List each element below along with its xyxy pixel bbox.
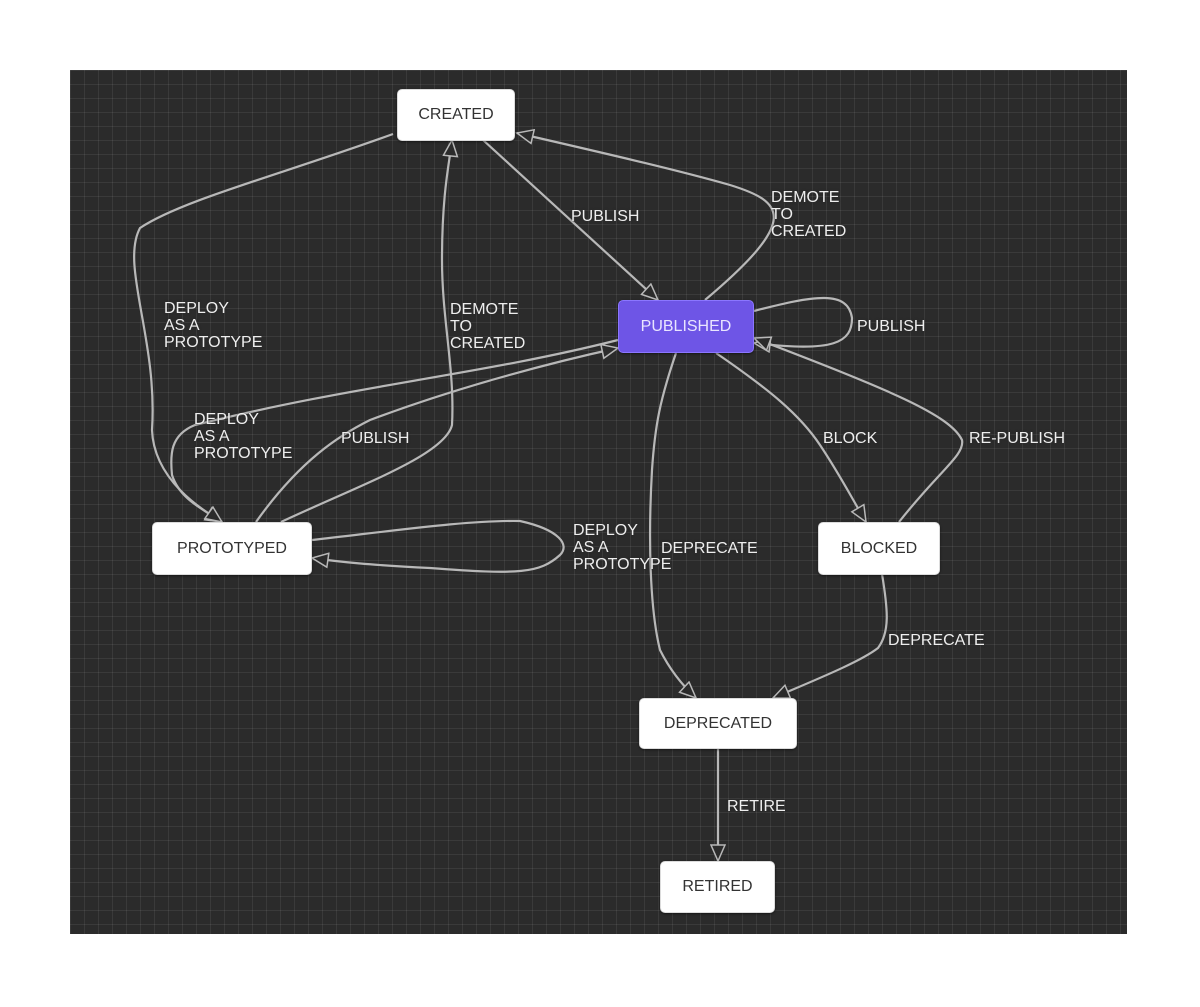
edge-published-to-blocked: [715, 352, 866, 522]
edge-blocked-to-published: [754, 338, 964, 523]
edge-label-publish: PUBLISH: [857, 318, 926, 335]
edge-label-re-publish: RE-PUBLISH: [969, 430, 1066, 447]
edge-label-demote-to-created: DEMOTE TO CREATED: [450, 301, 526, 352]
state-diagram-canvas[interactable]: CREATED PUBLISHED PROTOTYPED BLOCKED DEP…: [70, 70, 1127, 934]
state-label: BLOCKED: [840, 539, 918, 557]
edge-label-retire: RETIRE: [727, 798, 786, 815]
state-node-created[interactable]: CREATED: [397, 89, 515, 141]
state-node-published[interactable]: PUBLISHED: [618, 300, 754, 353]
edge-label-deploy-as-a-prototype: DEPLOY AS A PROTOTYPE: [573, 522, 672, 573]
state-node-retired[interactable]: RETIRED: [660, 861, 775, 913]
edge-published-to-prototyped: [170, 338, 619, 522]
state-label: CREATED: [418, 106, 494, 123]
state-label: RETIRED: [682, 878, 753, 895]
state-node-blocked[interactable]: BLOCKED: [818, 522, 940, 575]
edge-blocked-to-deprecated: [773, 573, 888, 700]
state-node-deprecated[interactable]: DEPRECATED: [639, 698, 797, 749]
state-label: PROTOTYPED: [177, 539, 287, 557]
edge-prototyped-to-published: [255, 348, 618, 523]
state-node-prototyped[interactable]: PROTOTYPED: [152, 522, 312, 575]
edge-created-to-published: [482, 139, 658, 300]
edge-label-deprecate: DEPRECATE: [661, 540, 758, 557]
edge-published-to-deprecated: [648, 352, 696, 698]
edge-created-to-prototyped: [133, 132, 394, 522]
state-label: PUBLISHED: [640, 317, 732, 335]
edge-label-block: BLOCK: [823, 430, 878, 447]
edge-label-deploy-as-a-prototype: DEPLOY AS A PROTOTYPE: [194, 411, 293, 462]
edge-prototyped-self: [312, 519, 565, 573]
state-label: DEPRECATED: [663, 714, 773, 732]
transition-edges: [133, 70, 964, 934]
edge-published-self: [754, 296, 854, 347]
edge-label-demote-to-created: DEMOTE TO CREATED: [771, 189, 847, 240]
edge-prototyped-to-created: [280, 140, 452, 523]
edge-label-publish: PUBLISH: [571, 208, 640, 225]
edge-label-deprecate: DEPRECATE: [888, 632, 985, 649]
edge-label-publish: PUBLISH: [341, 430, 410, 447]
edge-published-to-created: [517, 133, 775, 301]
edge-label-deploy-as-a-prototype: DEPLOY AS A PROTOTYPE: [164, 300, 263, 351]
